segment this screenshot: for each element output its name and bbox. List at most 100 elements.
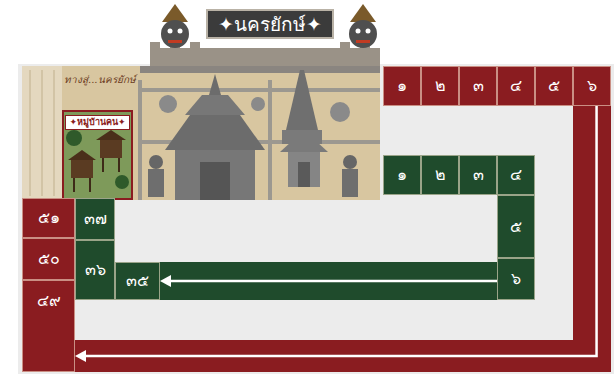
giant-head (161, 20, 189, 48)
cell-number: ๖ (587, 77, 597, 95)
cell-number: ๒ (435, 77, 446, 95)
giant-head (356, 29, 361, 34)
city-ground (22, 66, 62, 200)
giant-head (356, 40, 370, 43)
village-scene (96, 130, 126, 140)
arrow-line (171, 280, 497, 283)
track-cell: ๓๕ (115, 262, 160, 300)
temple-hall (175, 150, 255, 200)
track-cell: ๓๖ (75, 240, 115, 300)
cell-number: ๑ (397, 166, 407, 184)
track-cell: ๓ (459, 155, 497, 195)
giant-head (168, 40, 182, 43)
village-scene (64, 112, 131, 198)
city-ground (22, 66, 380, 200)
city-wall (140, 66, 380, 73)
track-cell: ๓๗ (75, 198, 115, 240)
track-cell: ๕ (535, 66, 573, 106)
track-cell: ๕ (497, 195, 535, 258)
track-cell: ๒ (421, 66, 459, 106)
cell-number: ๓ (473, 77, 484, 95)
giant-head (168, 29, 173, 34)
giant-head (161, 4, 377, 48)
track-cell: ๓ (459, 66, 497, 106)
village-scene (71, 160, 93, 178)
track-arrow (160, 275, 497, 287)
track-cell: ๒ (421, 155, 459, 195)
ground-panel (18, 64, 614, 374)
green-track-band (115, 262, 497, 300)
track-cell: ๔๙ (22, 280, 75, 372)
cell-number: ๓๗ (84, 210, 107, 228)
giant-head (350, 4, 376, 22)
track-cell: ๖ (573, 66, 611, 106)
cell-number: ๓๖ (85, 261, 106, 279)
cell-number: ๔๙ (37, 292, 61, 310)
giant-head (162, 4, 188, 22)
village-scene (74, 158, 119, 192)
giant-statue (342, 169, 358, 197)
pavilion (298, 162, 310, 187)
city-wall (150, 48, 380, 66)
giant-statue (343, 155, 357, 169)
giant-head (349, 20, 377, 48)
cell-number: ๓๕ (126, 272, 149, 290)
giant-statue (149, 155, 163, 169)
giant-statue (148, 155, 358, 197)
cell-number: ๔ (510, 77, 522, 95)
giant-statue (148, 169, 164, 197)
trees (251, 97, 265, 111)
cell-number: ๕ (548, 77, 560, 95)
red-track-band (22, 106, 611, 372)
arrow-line (86, 106, 597, 356)
track-cell: ๕๐ (22, 238, 75, 280)
city-streets (140, 80, 380, 200)
giant-head (178, 29, 183, 34)
temple-hall (200, 162, 230, 200)
village-scene (64, 112, 131, 198)
track-arrow (75, 106, 597, 362)
temple-hall (209, 74, 221, 95)
track-cell: ๕๑ (22, 198, 75, 238)
map-label: ทางสู่...นครยักษ์ (64, 72, 136, 87)
cell-number: ๖ (511, 270, 521, 288)
temple-hall (165, 115, 265, 150)
village-box: ✦หมู่บ้านคน✦ (62, 110, 133, 200)
cell-number: ๑ (397, 77, 407, 95)
cell-number: ๒ (435, 166, 446, 184)
cell-number: ๓ (473, 166, 484, 184)
city-streets (140, 80, 380, 200)
city-ground (30, 70, 54, 196)
temple-hall (185, 95, 245, 115)
trees (159, 95, 350, 122)
cell-number: ๔ (510, 166, 522, 184)
track-cell: ๑ (383, 66, 421, 106)
title-banner: ✦นครยักษ์✦ (206, 9, 334, 39)
cell-number: ๕๑ (38, 209, 60, 227)
ground-panel (18, 64, 614, 374)
village-scene (115, 175, 129, 189)
red-track-band (573, 106, 611, 372)
city-ground (22, 66, 380, 200)
giant-head (366, 29, 371, 34)
village-scene (100, 140, 122, 158)
pavilion (280, 130, 328, 152)
track-cell: ๖ (497, 258, 535, 300)
arrow-head (160, 275, 171, 287)
village-scene (68, 150, 96, 160)
trees (159, 95, 177, 113)
pavilion (280, 130, 328, 187)
arrow-head (75, 350, 86, 362)
track-cell: ๑ (383, 155, 421, 195)
chedi (286, 70, 318, 130)
pavilion (288, 152, 320, 187)
green-track-band (115, 262, 497, 300)
trees (330, 102, 350, 122)
village-scene (66, 130, 82, 146)
track-cell: ๔ (497, 66, 535, 106)
place-label: ✦หมู่บ้านคน✦ (65, 115, 129, 130)
cell-number: ๕ (510, 218, 522, 236)
temple-hall (165, 74, 265, 200)
cell-number: ๕๐ (38, 250, 60, 268)
